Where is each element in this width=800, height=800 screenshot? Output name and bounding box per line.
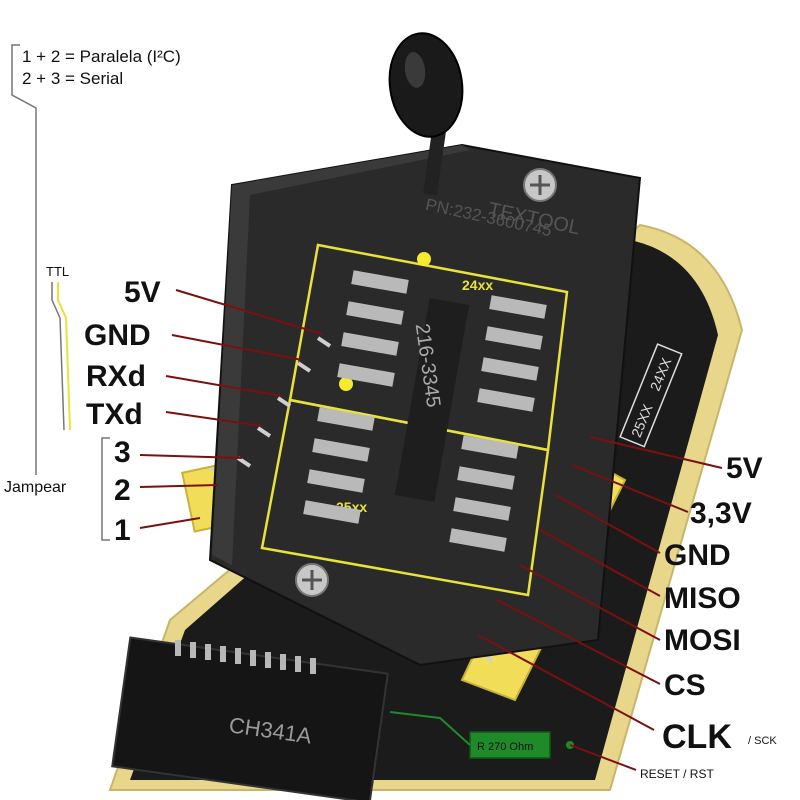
wire-5v-right <box>589 436 723 469</box>
right-pin-cs: CS <box>664 669 706 702</box>
ttl-label: TTL <box>46 264 69 279</box>
wire-cs-right <box>496 599 661 685</box>
pin1-dot-icon <box>339 377 353 391</box>
left-pin-rxd: RXd <box>86 360 146 393</box>
clk-suffix: / SCK <box>748 735 777 747</box>
jumper-label: Jampear <box>4 479 67 496</box>
wire-jumper-2 <box>139 484 219 488</box>
bottom-chip-outline <box>260 398 550 597</box>
right-pin-miso: MISO <box>664 582 741 615</box>
right-pin-gnd: GND <box>664 539 731 572</box>
left-pin-txd: TXd <box>86 398 143 431</box>
right-pin-mosi: MOSI <box>664 624 741 657</box>
zif-socket: TEXTOOL PN:232-3600745 24xx 25xx <box>208 32 642 667</box>
wire-jumper-1 <box>139 517 201 529</box>
wire-5v-left <box>175 289 323 335</box>
wire-clk-right <box>477 634 655 731</box>
wire-resistor <box>389 711 471 746</box>
wire-miso-right <box>539 529 661 597</box>
ttl-pins <box>236 336 332 468</box>
jumper-pin-1: 1 <box>114 514 131 547</box>
left-pin-5v: 5V <box>124 276 161 309</box>
lever-knob-icon <box>388 32 464 138</box>
wire-gnd-left <box>171 334 303 361</box>
jumper-bracket <box>101 437 110 541</box>
reset-label: RESET / RST <box>640 767 714 781</box>
header-bracket <box>11 44 37 475</box>
top-chip-label: 24xx <box>462 277 493 293</box>
right-pin-5v: 5V <box>726 452 763 485</box>
right-pin-3v3: 3,3V <box>690 497 752 530</box>
resistor-label: R 270 Ohm <box>477 741 533 753</box>
jumper-pin-2: 2 <box>114 474 131 507</box>
header-line-2: 2 + 3 = Serial <box>22 69 123 88</box>
resistor <box>469 731 551 759</box>
wire-3v3-right <box>571 464 689 513</box>
header-line-1: 1 + 2 = Paralela (I²C) <box>22 47 181 66</box>
wire-rxd-left <box>165 375 283 397</box>
wire-txd-left <box>165 411 263 427</box>
ttl-bracket <box>57 282 71 431</box>
left-pin-gnd: GND <box>84 319 151 352</box>
wire-jumper-3 <box>139 454 243 459</box>
wire-mosi-right <box>519 564 661 641</box>
jumper-pin-3: 3 <box>114 436 131 469</box>
pin1-dot-icon <box>417 252 431 266</box>
right-pin-clk: CLK <box>662 718 732 756</box>
ch341a-chip <box>111 636 389 800</box>
wire-gnd-right <box>555 494 661 554</box>
wire-reset <box>569 744 637 771</box>
